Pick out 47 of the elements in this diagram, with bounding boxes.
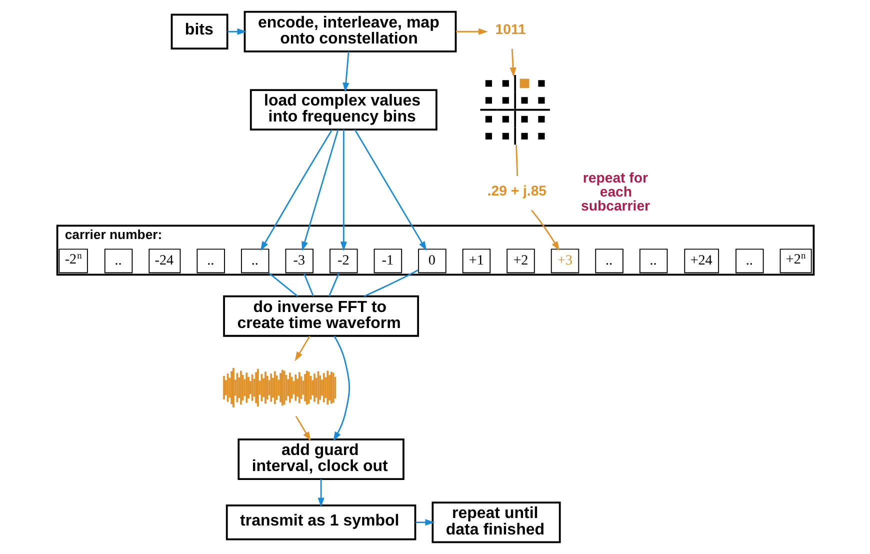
node-box: 0	[418, 248, 446, 274]
arrow	[354, 129, 426, 251]
arrow	[415, 519, 434, 526]
node-box: -24	[148, 248, 180, 274]
node-box: ..	[196, 248, 224, 274]
connector	[268, 272, 298, 297]
node-box: repeat until data finished	[431, 502, 560, 544]
label: repeat for each subcarrier	[580, 169, 650, 214]
node-box: +1	[462, 248, 490, 274]
node-box: +2	[506, 248, 534, 274]
arrow	[530, 210, 560, 251]
arrow	[260, 129, 332, 251]
arrow	[509, 48, 516, 77]
arrow	[342, 51, 349, 92]
arrow	[294, 336, 310, 362]
node-box: ..	[240, 248, 269, 274]
cluster	[56, 224, 814, 276]
arrow	[301, 129, 338, 251]
node-box: -3	[284, 248, 314, 274]
node-box: +3	[550, 248, 579, 274]
connector	[363, 269, 418, 297]
node-text: 1011	[494, 20, 526, 37]
node-box: ..	[638, 248, 668, 274]
node-box: do inverse FFT to create time waveform	[222, 295, 419, 337]
node-box: add guard interval, clock out	[237, 438, 404, 480]
arrow	[340, 130, 346, 252]
node-box: +2$^{n}$	[779, 248, 812, 274]
node-box: -2$^{n}$	[58, 248, 88, 274]
connector	[328, 272, 340, 296]
arrow	[227, 28, 246, 35]
node-text: .29 + j.85	[486, 182, 546, 199]
arrow	[294, 416, 310, 442]
node-box: ..	[104, 248, 132, 274]
node-box: ..	[735, 248, 764, 274]
node-box: load complex values into frequency bins	[249, 89, 437, 131]
node-box: +24	[684, 248, 719, 274]
connector	[515, 144, 518, 176]
connector	[302, 272, 314, 296]
node-box: transmit as 1 symbol	[225, 504, 416, 540]
node-box: bits	[170, 14, 228, 50]
node-box: encode, interleave, map onto constellation	[243, 10, 456, 52]
node-box: -1	[373, 248, 402, 274]
node-label: carrier number:	[64, 227, 162, 242]
node-box: ..	[594, 248, 623, 274]
arrow	[317, 479, 324, 508]
arrow	[455, 28, 488, 35]
node-box: -2	[329, 248, 358, 274]
